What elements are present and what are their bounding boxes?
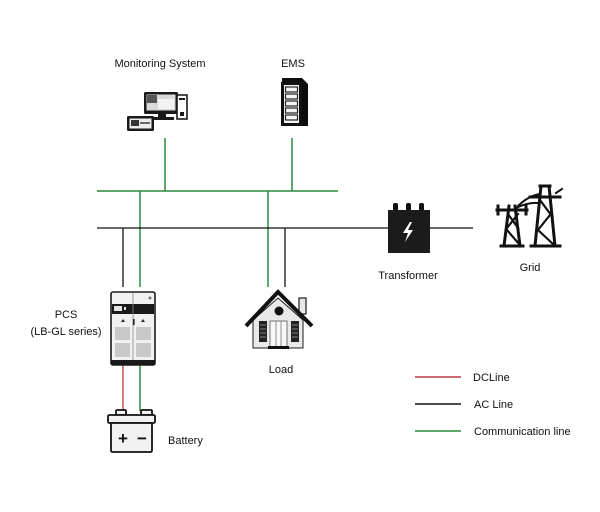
legend: DCLine AC Line Communication line bbox=[415, 372, 571, 438]
power-tower-icon bbox=[495, 184, 564, 248]
legend-label-ac: AC Line bbox=[474, 399, 513, 411]
legend-label-comm: Communication line bbox=[474, 426, 571, 438]
pcs-series-label: (LB-GL series) bbox=[30, 326, 101, 338]
house-icon bbox=[244, 289, 314, 349]
legend-item-ac: AC Line bbox=[415, 399, 513, 411]
server-rack-icon bbox=[281, 78, 308, 126]
battery-minus-sign: − bbox=[137, 429, 147, 448]
communication-lines bbox=[97, 138, 338, 411]
pcs-label: PCS bbox=[55, 309, 78, 321]
battery-label: Battery bbox=[168, 435, 203, 447]
load-label: Load bbox=[269, 364, 293, 376]
monitoring-system-label: Monitoring System bbox=[114, 58, 205, 70]
desktop-computer-icon bbox=[127, 92, 188, 131]
transformer-label: Transformer bbox=[378, 270, 438, 282]
transformer-icon bbox=[388, 203, 430, 253]
legend-item-comm: Communication line bbox=[415, 426, 571, 438]
legend-label-dc: DCLine bbox=[473, 372, 510, 384]
battery-icon: + − bbox=[107, 409, 156, 453]
battery-plus-sign: + bbox=[118, 429, 128, 448]
pcs-cabinet-icon bbox=[110, 291, 156, 366]
grid-label: Grid bbox=[520, 262, 541, 274]
ems-label: EMS bbox=[281, 58, 305, 70]
legend-item-dc: DCLine bbox=[415, 372, 510, 384]
